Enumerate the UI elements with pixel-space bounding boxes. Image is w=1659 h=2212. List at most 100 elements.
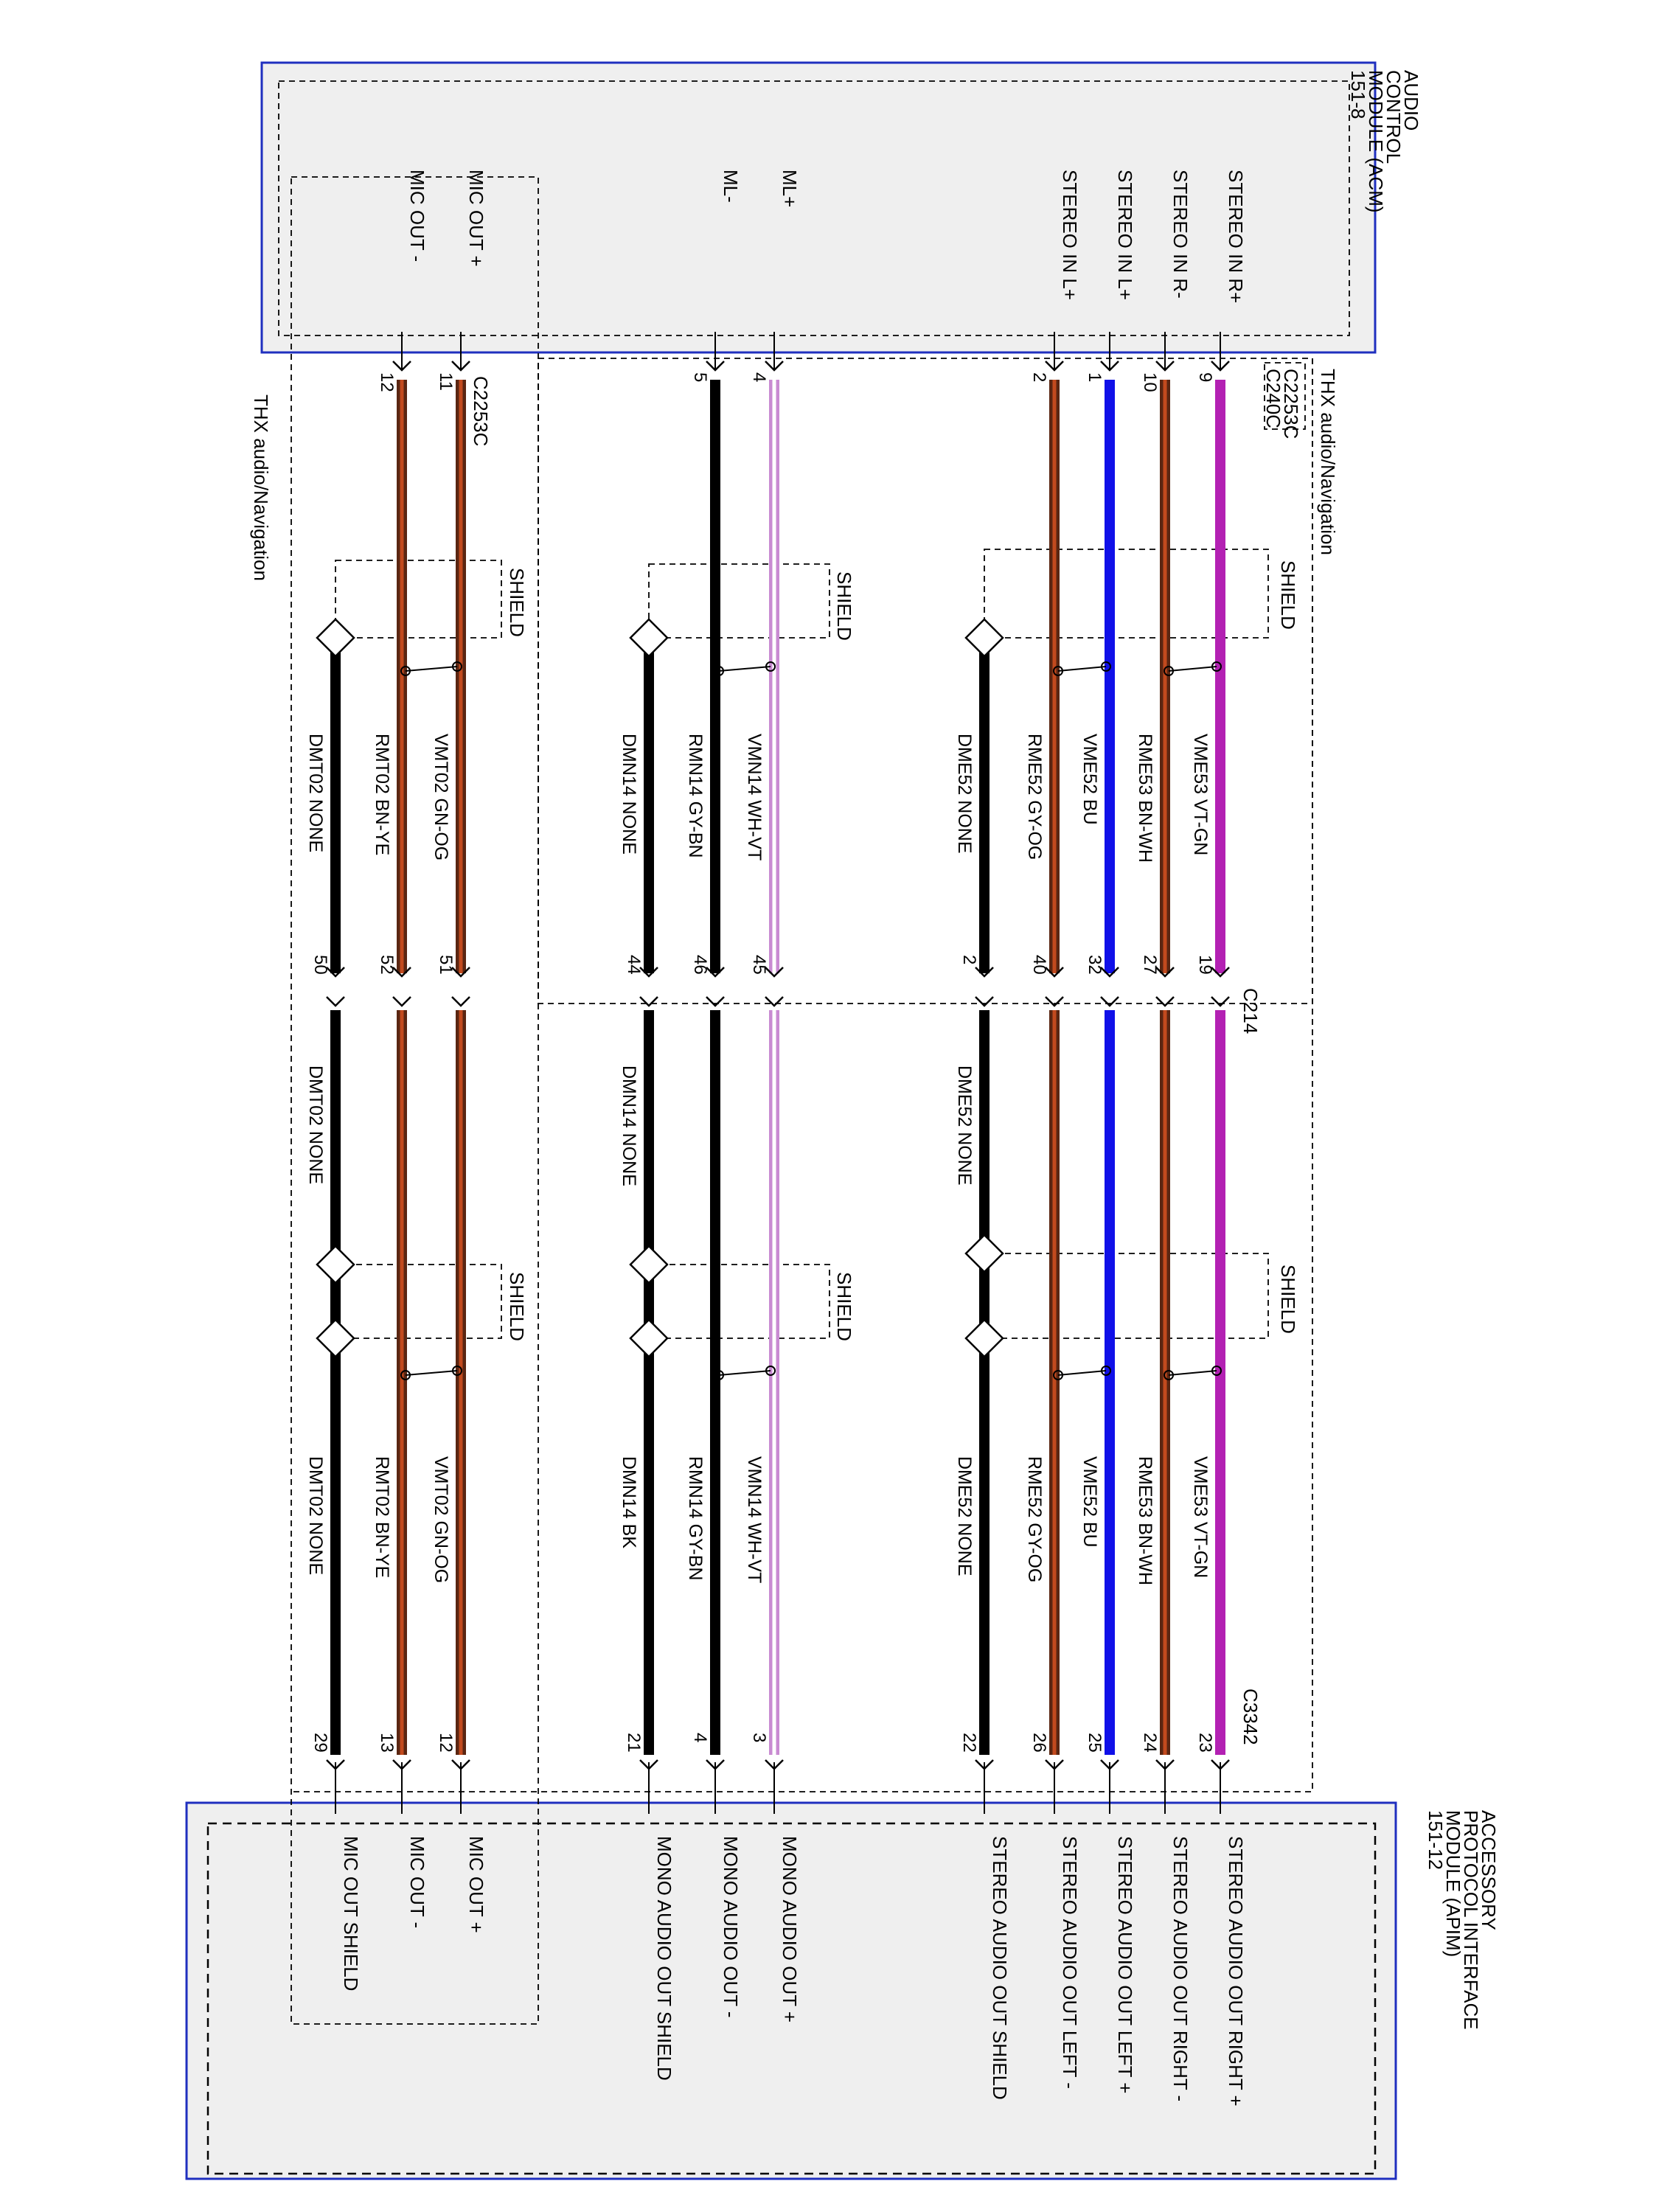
shield-box-mono-acm <box>648 563 830 639</box>
connector-chevron <box>706 996 725 1007</box>
twisted-pair-marker <box>714 1366 776 1380</box>
circuit-label-seg1: RME52 GY-OG <box>1024 734 1045 860</box>
apim-module <box>185 1801 1397 2180</box>
shield-box-mono-apim <box>648 1264 830 1339</box>
connector-c214: C214 <box>1239 988 1262 1034</box>
circuit-label-seg1: VMN14 WH-VT <box>744 734 765 860</box>
acm-pin-labels: STEREO IN R+STEREO IN R-STEREO IN L+STER… <box>406 170 1247 303</box>
circuit-label-seg3: VME53 VT-GN <box>1190 1456 1211 1578</box>
shield-drain-diamond <box>629 1245 669 1284</box>
shield-label-stereo-acm: SHIELD <box>1277 560 1299 630</box>
shield-drain-diamond <box>964 1234 1004 1273</box>
shield-label-mono-apim: SHIELD <box>833 1272 855 1341</box>
connector-chevron <box>326 967 345 978</box>
twisted-pair-marker <box>400 1366 462 1380</box>
acm-title: AUDIO CONTROL MODULE (ACM) 151-8 <box>1347 70 1422 213</box>
connector-chevron <box>765 996 784 1007</box>
c214-pin-number: 50 <box>310 955 330 975</box>
acm-pin-label: STEREO IN R- <box>1169 170 1192 299</box>
connector-chevron <box>1211 361 1230 372</box>
connector-chevron <box>1155 967 1175 978</box>
shield-box-mic-acm <box>335 560 502 639</box>
apim-pin-number: 24 <box>1140 1733 1160 1753</box>
connector-c2253c-top: C2253C <box>1280 369 1302 439</box>
apim-title: ACCESSORY PROTOCOL INTERFACE MODULE (API… <box>1425 1810 1500 2030</box>
c214-pin-number: 27 <box>1140 955 1160 975</box>
shield-box-stereo-acm <box>984 549 1269 639</box>
circuit-label-seg1: VME53 VT-GN <box>1190 734 1211 855</box>
connector-c240c: C240C <box>1262 369 1284 428</box>
shield-drain-diamond <box>629 1318 669 1358</box>
apim-connector-dash <box>291 358 1313 1792</box>
acm-pin-number: 10 <box>1140 372 1160 392</box>
connector-chevron <box>451 996 470 1007</box>
acm-title-line-1: AUDIO <box>1400 70 1422 131</box>
circuit-label-seg1: RME53 BN-WH <box>1135 734 1155 863</box>
option-label-top: THX audio/Navigation <box>1317 369 1339 555</box>
connector-chevron <box>451 967 470 978</box>
circuit-label-seg2: DMN14 NONE <box>619 1065 639 1186</box>
c214-pin-number: 32 <box>1085 955 1105 975</box>
shield-label-mic-acm: SHIELD <box>506 568 528 637</box>
connector-chevron <box>706 361 725 372</box>
c214-pin-number: 19 <box>1195 955 1215 975</box>
connector-chevron <box>1045 1759 1064 1770</box>
circuit-label-seg3: DMN14 BK <box>619 1456 639 1548</box>
twisted-pair-marker <box>400 661 462 676</box>
connector-chevron <box>1211 1759 1230 1770</box>
apim-pin-number: 22 <box>959 1733 979 1753</box>
apim-pin-label: MIC OUT - <box>406 1836 428 1928</box>
wire-VME52: 1 32 25 VME52 BU VME52 BU <box>1079 332 1119 1814</box>
twisted-pair-marker <box>1053 661 1111 676</box>
connector-chevron <box>1155 1759 1175 1770</box>
connector-chevron <box>975 996 994 1007</box>
apim-title-line-1: ACCESSORY <box>1478 1810 1500 1930</box>
acm-title-line-2: CONTROL <box>1382 70 1405 164</box>
apim-pin-number: 12 <box>436 1733 456 1753</box>
circuit-label-seg3: VME52 BU <box>1079 1456 1100 1548</box>
connector-chevron <box>765 361 784 372</box>
acm-pin-label: MIC OUT - <box>406 170 428 262</box>
shield-drain-diamond <box>964 618 1004 658</box>
connector-chevron <box>639 996 658 1007</box>
twisted-pair-marker <box>1164 1366 1222 1380</box>
apim-pin-label: STEREO AUDIO OUT LEFT - <box>1059 1836 1081 2089</box>
circuit-label-seg1: VME52 BU <box>1079 734 1100 825</box>
circuit-label-seg3: VMN14 WH-VT <box>744 1456 765 1583</box>
shield-box-mic-apim <box>335 1264 502 1339</box>
connector-chevron <box>706 967 725 978</box>
circuit-label-seg2: DMT02 NONE <box>305 1065 326 1184</box>
circuit-label-seg3: DMT02 NONE <box>305 1456 326 1575</box>
circuit-label-seg1: DMN14 NONE <box>619 734 639 855</box>
connector-chevron <box>975 1759 994 1770</box>
connector-chevron <box>392 361 411 372</box>
connector-chevron <box>392 967 411 978</box>
acm-pin-label: ML- <box>720 170 742 203</box>
connector-chevron <box>1100 996 1119 1007</box>
connector-chevron <box>1045 361 1064 372</box>
connector-chevron <box>326 1759 345 1770</box>
acm-pin-number: 1 <box>1085 372 1105 382</box>
connector-chevron <box>1045 996 1064 1007</box>
apim-pin-number: 13 <box>377 1733 397 1753</box>
connector-chevron <box>326 996 345 1007</box>
apim-pin-number: 21 <box>624 1733 644 1753</box>
acm-pin-number: 11 <box>436 372 456 391</box>
acm-pin-number: 12 <box>377 372 397 392</box>
acm-pin-label: MIC OUT + <box>465 170 487 267</box>
c214-option-region <box>538 358 1313 1004</box>
connector-chevron <box>1155 996 1175 1007</box>
acm-pin-number: 5 <box>690 372 710 382</box>
acm-ref: 151-8 <box>1347 70 1369 119</box>
c214-pin-number: 52 <box>377 955 397 975</box>
shield-drain-diamond <box>964 1318 1004 1358</box>
twisted-pair-marker <box>1164 661 1222 676</box>
connector-chevron <box>639 1759 658 1770</box>
apim-pin-label: MIC OUT + <box>465 1836 487 1933</box>
apim-pin-number: 25 <box>1085 1733 1105 1753</box>
